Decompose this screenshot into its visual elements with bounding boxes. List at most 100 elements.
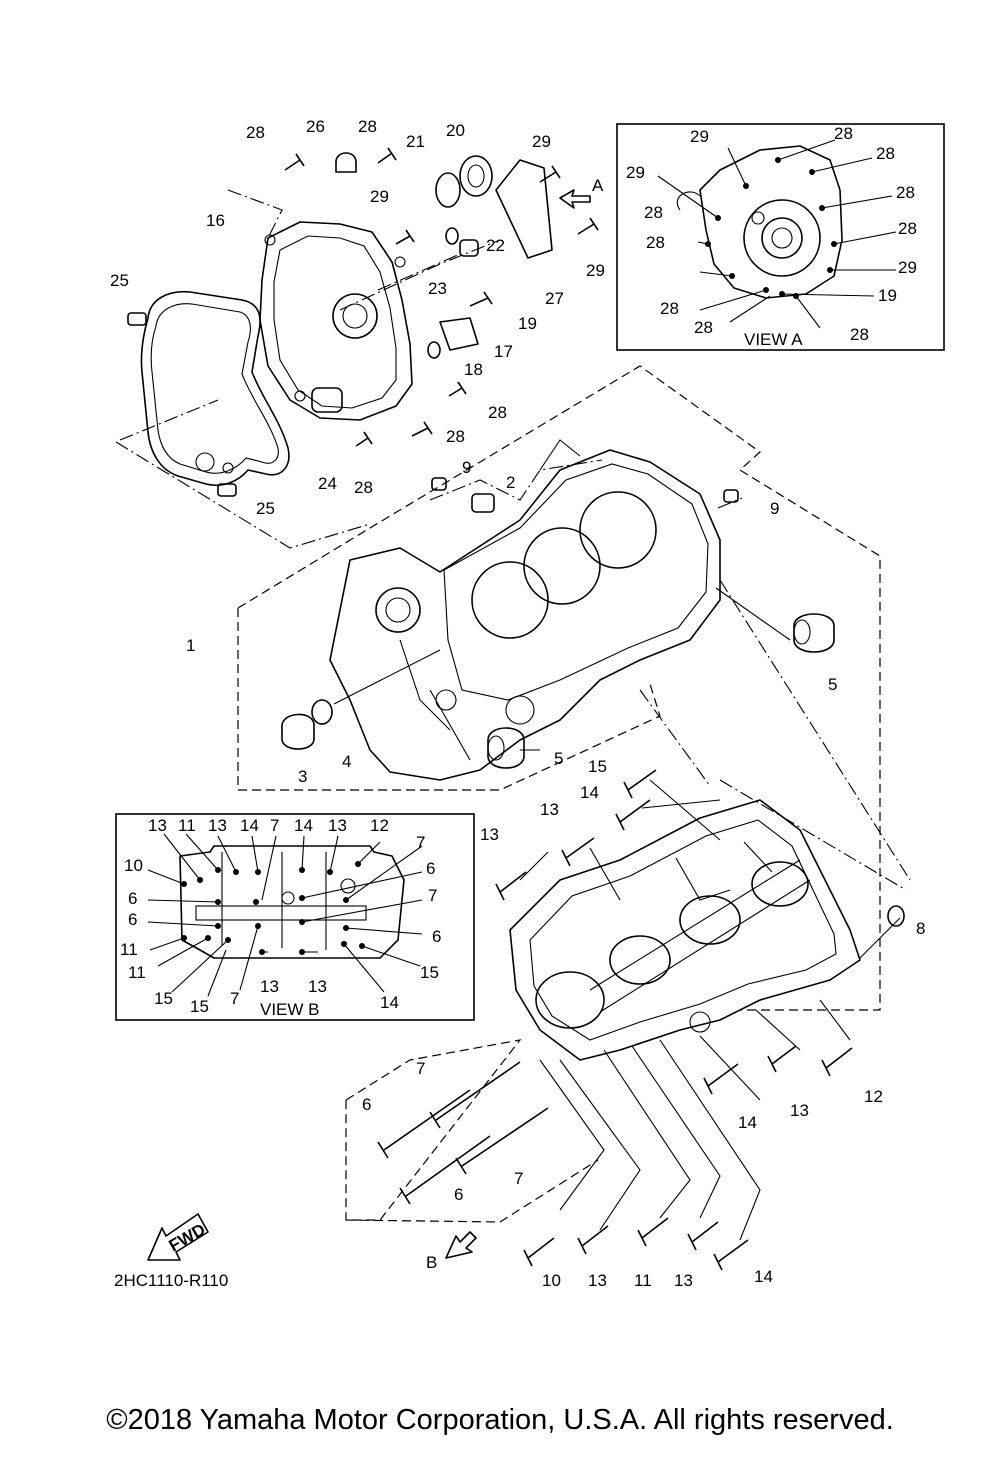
upper-crankcase-group (237, 365, 881, 1011)
view-b-callout: 7 (428, 886, 437, 905)
callout-number: 5 (554, 749, 563, 768)
view-a-callout: 19 (878, 286, 897, 305)
view-a-callout: 28 (850, 325, 869, 344)
callout-number: 13 (790, 1101, 809, 1120)
callout-number: 28 (246, 123, 265, 142)
view-a-frame (616, 123, 945, 351)
view-a-callout: 28 (834, 124, 853, 143)
callout-number: 13 (674, 1271, 693, 1290)
view-b-callout: 13 (308, 977, 327, 996)
diagram-code: 2HC1110-R110 (114, 1271, 228, 1290)
view-b-labels: 13 11 13 14 7 14 13 12 7 10 6 6 7 6 6 11… (120, 816, 441, 1019)
callout-number: 19 (518, 314, 537, 333)
view-a-callout: 28 (876, 144, 895, 163)
callout-number: 11 (634, 1271, 652, 1290)
callout-number: 27 (545, 289, 564, 308)
callout-number: 28 (358, 117, 377, 136)
view-b-callout: 11 (120, 940, 138, 959)
view-b-callout: 7 (416, 833, 425, 852)
callout-number: 18 (464, 360, 483, 379)
callout-number: 6 (454, 1185, 463, 1204)
callout-number: 5 (828, 675, 837, 694)
callout-number: 13 (540, 800, 559, 819)
callout-number: 12 (864, 1087, 883, 1106)
view-b-callout: 11 (128, 963, 146, 982)
view-b-callout: 15 (190, 997, 209, 1016)
callout-number: 16 (206, 211, 225, 230)
view-a-callout: 29 (898, 258, 917, 277)
view-b-callout: 7 (230, 989, 239, 1008)
callout-number: 14 (738, 1113, 757, 1132)
callout-number: 25 (110, 271, 129, 290)
view-b-callout: 14 (294, 816, 313, 835)
callout-number: 28 (354, 478, 373, 497)
upper-crankcase-shape (329, 449, 721, 781)
view-a-inset (616, 123, 945, 351)
callout-number: 29 (586, 261, 605, 280)
callout-number: 7 (514, 1169, 523, 1188)
gasket-24-shape (140, 290, 290, 486)
view-b-callout: 12 (370, 816, 389, 835)
view-b-title: VIEW B (260, 1000, 320, 1019)
callout-number: 28 (488, 403, 507, 422)
callout-number: 26 (306, 117, 325, 136)
callout-number: 3 (298, 767, 307, 786)
callout-number: 10 (542, 1271, 561, 1290)
callout-number: 7 (416, 1059, 425, 1078)
view-a-callout: 28 (694, 318, 713, 337)
fwd-arrow: FWD (147, 1213, 209, 1261)
view-a-labels: 29 28 28 29 28 28 28 28 29 28 19 28 28 V… (626, 124, 917, 349)
callout-number: 29 (370, 187, 389, 206)
view-b-inset (115, 813, 475, 1021)
view-b-callout: 13 (260, 977, 279, 996)
callout-number: 22 (486, 236, 505, 255)
lower-crankcase-group (345, 579, 911, 1271)
view-b-callout: 6 (426, 859, 435, 878)
view-a-title: VIEW A (744, 330, 803, 349)
view-b-callout: 15 (154, 989, 173, 1008)
arrow-a-label: A (592, 176, 604, 195)
view-a-callout: 28 (644, 203, 663, 222)
fwd-label: FWD (166, 1220, 209, 1256)
view-b-callout: 6 (432, 927, 441, 946)
callout-number: 20 (446, 121, 465, 140)
arrow-b-label: B (426, 1253, 437, 1272)
view-b-callout: 6 (128, 910, 137, 929)
callout-number: 14 (754, 1267, 773, 1286)
copyright-notice: ©2018 Yamaha Motor Corporation, U.S.A. A… (106, 1404, 894, 1436)
callout-number: 21 (406, 132, 425, 151)
callout-number: 9 (462, 458, 471, 477)
view-a-callout: 28 (660, 299, 679, 318)
callout-number: 29 (532, 132, 551, 151)
callout-labels: 28 26 28 21 20 29 16 29 22 27 29 25 23 1… (110, 117, 925, 1290)
callout-number: 2 (506, 473, 515, 492)
view-a-callout: 28 (896, 183, 915, 202)
view-a-callout: 28 (646, 233, 665, 252)
callout-number: 25 (256, 499, 275, 518)
view-b-callout: 11 (178, 816, 196, 835)
callout-number: 6 (362, 1095, 371, 1114)
callout-number: 9 (770, 499, 779, 518)
callout-number: 1 (186, 636, 195, 655)
view-b-callout: 14 (380, 993, 399, 1012)
callout-number: 24 (318, 474, 337, 493)
callout-number: 13 (480, 825, 499, 844)
callout-number: 17 (494, 342, 513, 361)
crankcase-cover-group (115, 147, 599, 549)
view-b-callout: 13 (208, 816, 227, 835)
callout-number: 14 (580, 783, 599, 802)
cover-16-shape (259, 221, 413, 421)
view-b-callout: 10 (124, 856, 143, 875)
view-b-callout: 13 (148, 816, 167, 835)
view-a-callout: 28 (898, 219, 917, 238)
view-b-callout: 13 (328, 816, 347, 835)
callout-number: 13 (588, 1271, 607, 1290)
view-b-callout: 7 (270, 816, 279, 835)
callout-number: 28 (446, 427, 465, 446)
view-a-callout: 29 (626, 163, 645, 182)
view-b-callout: 14 (240, 816, 259, 835)
view-b-callout: 6 (128, 889, 137, 908)
lower-crankcase-shape (509, 799, 861, 1061)
callout-number: 8 (916, 919, 925, 938)
